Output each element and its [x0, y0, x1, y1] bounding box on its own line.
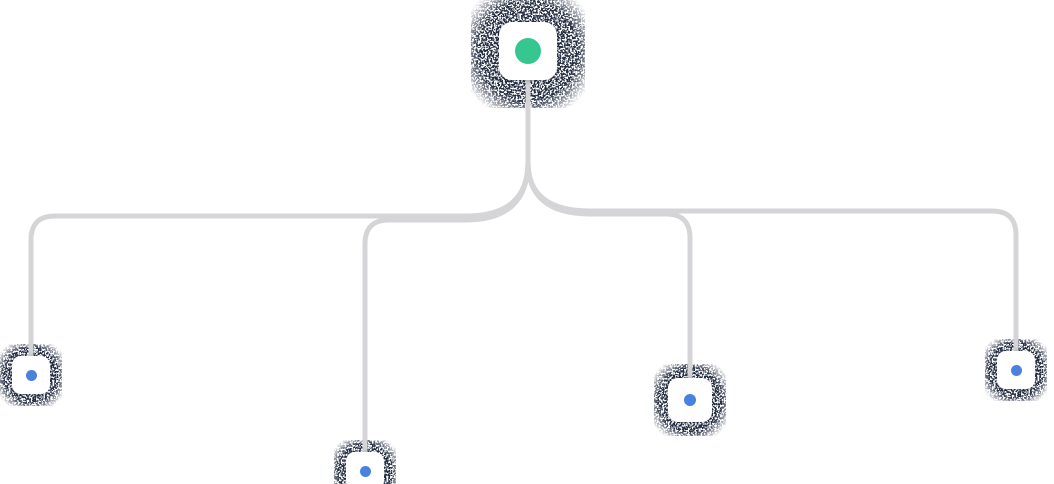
- tree-node-child-1[interactable]: [12, 356, 50, 394]
- child-node-dot-icon: [684, 394, 696, 406]
- tree-node-child-3[interactable]: [668, 378, 712, 422]
- child-node-dot-icon: [359, 465, 371, 477]
- child-node-dot-icon: [25, 369, 37, 381]
- tree-node-child-2[interactable]: [346, 452, 384, 484]
- child-node-dot-icon: [1010, 364, 1022, 376]
- root-node-dot-icon: [515, 38, 541, 64]
- tree-node-root[interactable]: [499, 22, 557, 80]
- tree-node-child-4[interactable]: [997, 351, 1035, 389]
